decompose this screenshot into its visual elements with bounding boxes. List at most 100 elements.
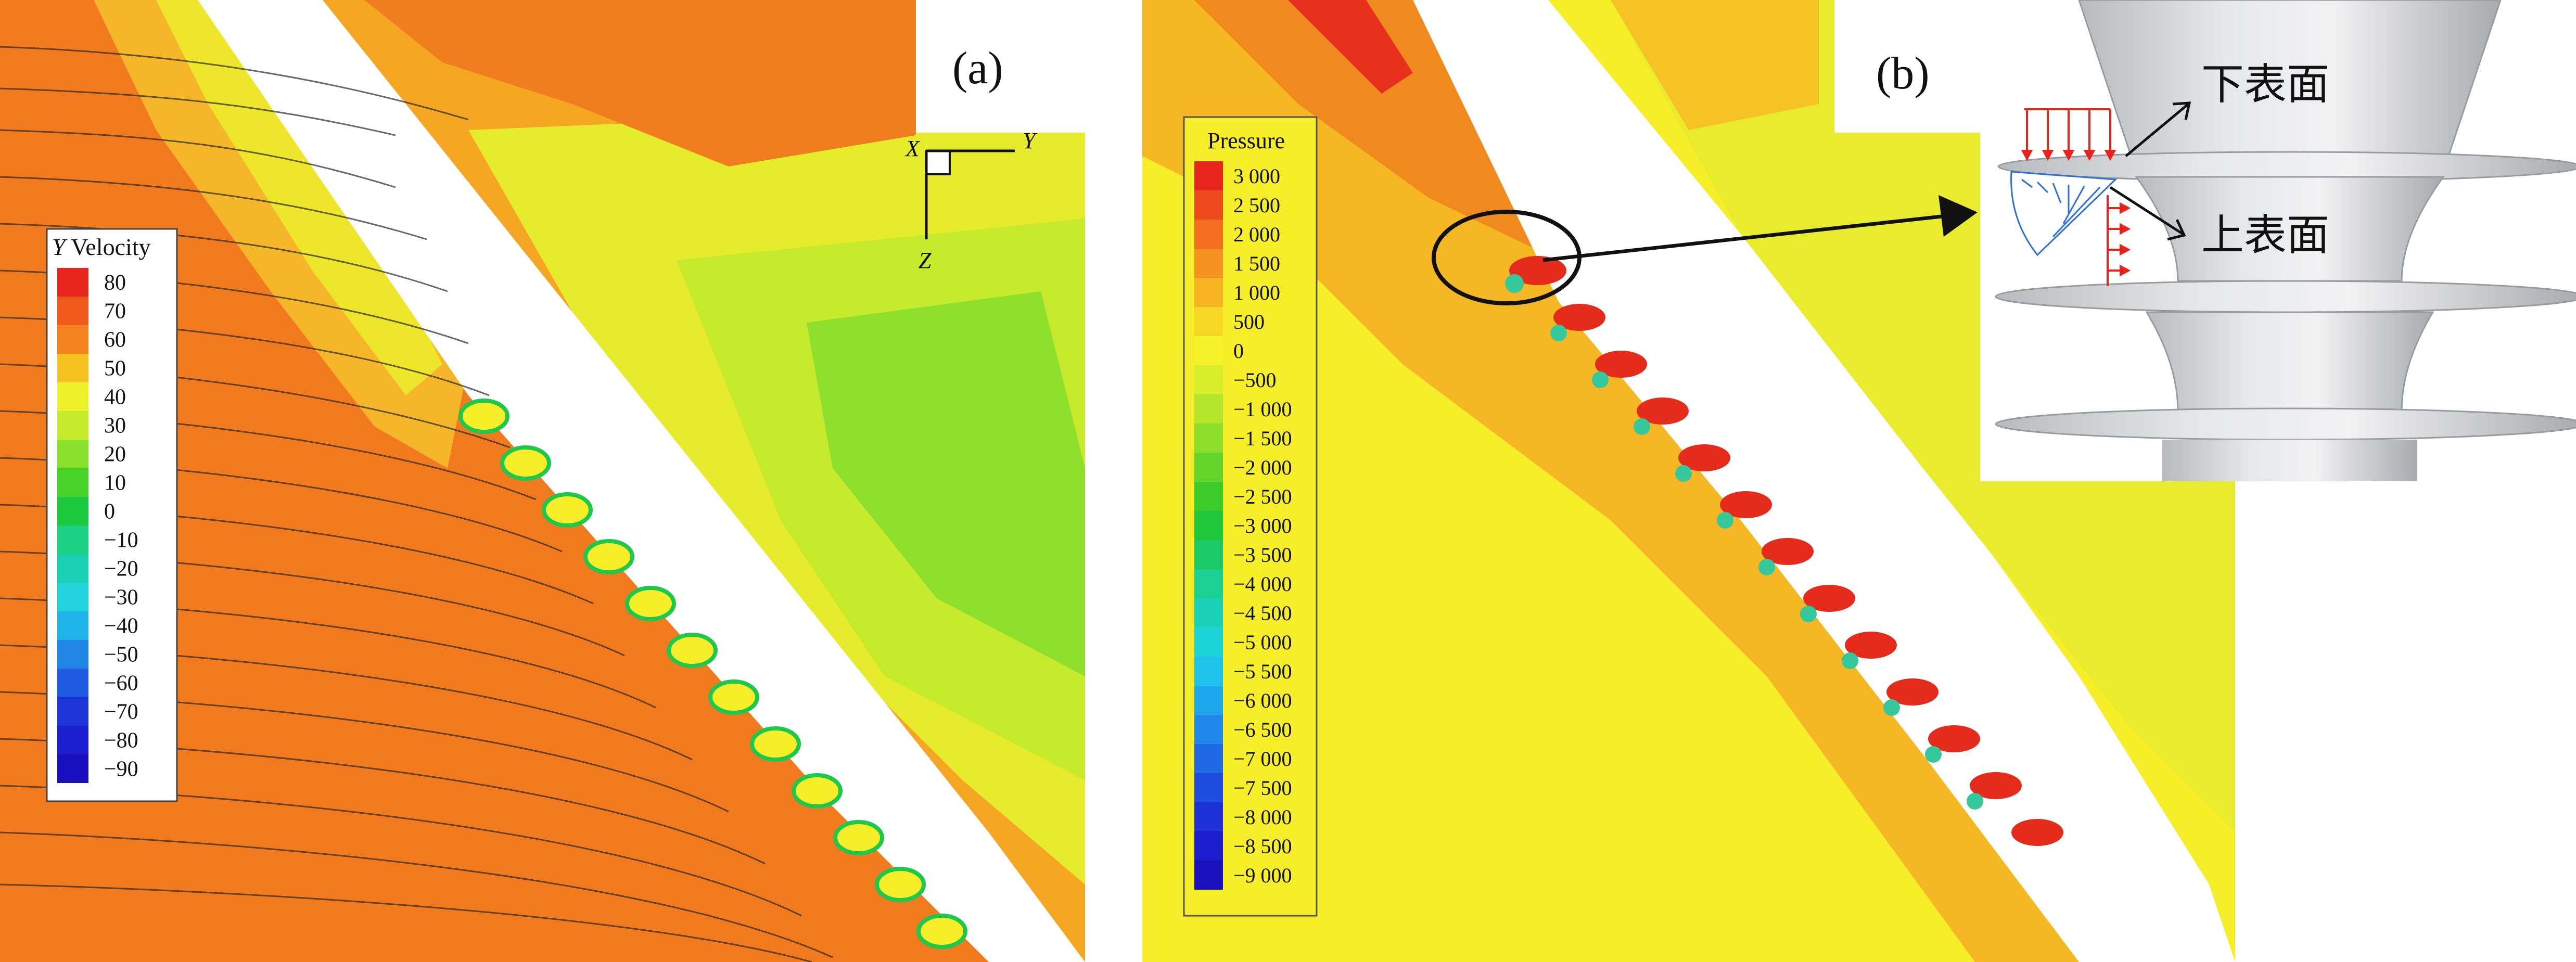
velocity-legend-tick-label: −60 [104,671,138,695]
velocity-legend-tick-label: 60 [104,328,126,352]
pressure-legend-swatch [1194,307,1223,336]
velocity-legend-swatch [57,525,88,554]
panel-a-label: (a) [952,43,1003,94]
pressure-legend-tick-label: −8 000 [1233,805,1292,829]
pressure-legend-swatch [1194,161,1223,190]
pressure-legend-swatch [1194,569,1223,598]
contour-top-orange-band [364,0,916,166]
pressure-legend-swatch [1194,773,1223,802]
pressure-legend-tick-label: 1 500 [1233,252,1280,275]
pressure-legend-title: Pressure [1207,128,1285,153]
pressure-legend-tick-label: −6 500 [1233,718,1292,741]
velocity-legend-swatch [57,640,88,669]
pressure-legend-swatch [1194,831,1223,861]
velocity-legend-swatch [57,382,88,411]
pressure-legend-swatch [1194,627,1223,657]
velocity-legend-swatch [57,726,88,754]
velocity-legend-swatch [57,325,88,354]
pressure-legend-tick-label: 0 [1233,339,1244,363]
velocity-legend-swatch [57,697,88,726]
axis-z-label: Z [919,248,932,273]
lower-surface-label: 下表面 [2201,60,2329,109]
pressure-legend-tick-label: −3 500 [1233,543,1292,567]
axis-triad: X Y Z [904,128,1038,273]
contour-red-patch [1288,0,1413,94]
velocity-legend-title: Y Velocity [52,234,151,260]
shed-edge-pressure-distribution [2010,171,2118,256]
pressure-legend-tick-label: −6 000 [1233,689,1292,712]
velocity-legend-tick-label: 20 [104,442,126,466]
pressure-legend-swatch [1194,802,1223,831]
pressure-legend-swatch [1194,220,1223,249]
pressure-legend-tick-label: 3 000 [1233,164,1280,188]
pressure-green-cores [1505,274,1983,810]
insulator-inset: 下表面 上表面 [1980,0,2576,481]
velocity-legend-swatch [57,611,88,640]
pressure-legend-swatch [1194,249,1223,278]
velocity-legend-tick-label: 70 [104,299,126,323]
velocity-legend-title-y: Y [52,234,68,260]
pressure-legend-tick-label: −8 500 [1233,835,1292,858]
pressure-legend-tick-label: −4 500 [1233,601,1292,625]
axis-x-label: X [904,136,921,161]
pressure-legend-swatch [1194,744,1223,773]
velocity-legend-swatch [57,554,88,583]
pressure-legend-swatch [1194,540,1223,569]
contour-right-region [1611,0,2235,832]
velocity-legend-tick-label: 40 [104,385,126,409]
pressure-legend-swatch [1194,336,1223,365]
velocity-legend-tick-label: 0 [104,499,115,523]
pressure-legend-swatch [1194,482,1223,511]
velocity-legend-swatch [57,297,88,325]
panel-b-label-box [1834,0,1980,133]
pressure-legend-swatch [1194,394,1223,424]
inset-label-arrows [2109,101,2191,241]
velocity-legend-swatch [57,411,88,440]
velocity-legend-tick-label: 30 [104,414,126,438]
pressure-legend-tick-label: −2 500 [1233,485,1292,508]
insulator-core-lower [2145,311,2434,412]
pressure-legend-swatch [1194,598,1223,627]
lower-surface-pressure-arrows [2021,108,2116,161]
velocity-legend-swatch [57,497,88,525]
pressure-legend-swatch [1194,657,1223,686]
pressure-legend-swatch [1194,453,1223,482]
pressure-legend-tick-label: −4 000 [1233,572,1292,596]
pressure-legend-tick-label: 500 [1233,310,1265,334]
pressure-legend-tick-label: 1 000 [1233,281,1280,304]
pressure-legend-swatch [1194,511,1223,540]
pressure-legend-swatch [1194,424,1223,453]
insulator-inset-drawing: 下表面 上表面 [1995,0,2576,481]
pressure-legend-tick-label: −1 000 [1233,397,1292,421]
velocity-legend-tick-label: −30 [104,585,138,609]
insulator-shed-3 [1995,407,2576,441]
insulator-white-gap-b [1413,0,2235,962]
velocity-contour-plot: (a) X Y Z Y Velocity 80706050403020100−1… [0,0,1085,962]
panel-a-label-box [916,0,1085,133]
insulator-core-upper [2135,176,2445,282]
velocity-legend-title-rest: Velocity [66,234,151,260]
shed-vortices [458,399,967,949]
pressure-legend-swatch [1194,715,1223,744]
pressure-legend-tick-label: −7 500 [1233,776,1292,800]
connector-arrowhead [1939,195,1978,237]
pressure-legend-tick-label: −7 000 [1233,747,1292,771]
pressure-legend-tick-label: −500 [1233,368,1277,392]
velocity-legend-tick-label: −90 [104,757,138,781]
pressure-legend-tick-label: −2 000 [1233,456,1292,479]
velocity-legend-tick-label: 10 [104,471,126,495]
pressure-legend-tick-label: 2 500 [1233,194,1280,217]
pressure-red-pockets [1509,256,2063,846]
velocity-legend-tick-label: −50 [104,643,138,666]
velocity-legend-tick-label: −10 [104,528,138,552]
contour-right-orange [1611,0,1819,130]
pressure-legend-swatch [1194,365,1223,394]
velocity-legend-tick-label: −20 [104,557,138,581]
velocity-legend-swatch [57,754,88,783]
velocity-legend-swatch [57,468,88,497]
